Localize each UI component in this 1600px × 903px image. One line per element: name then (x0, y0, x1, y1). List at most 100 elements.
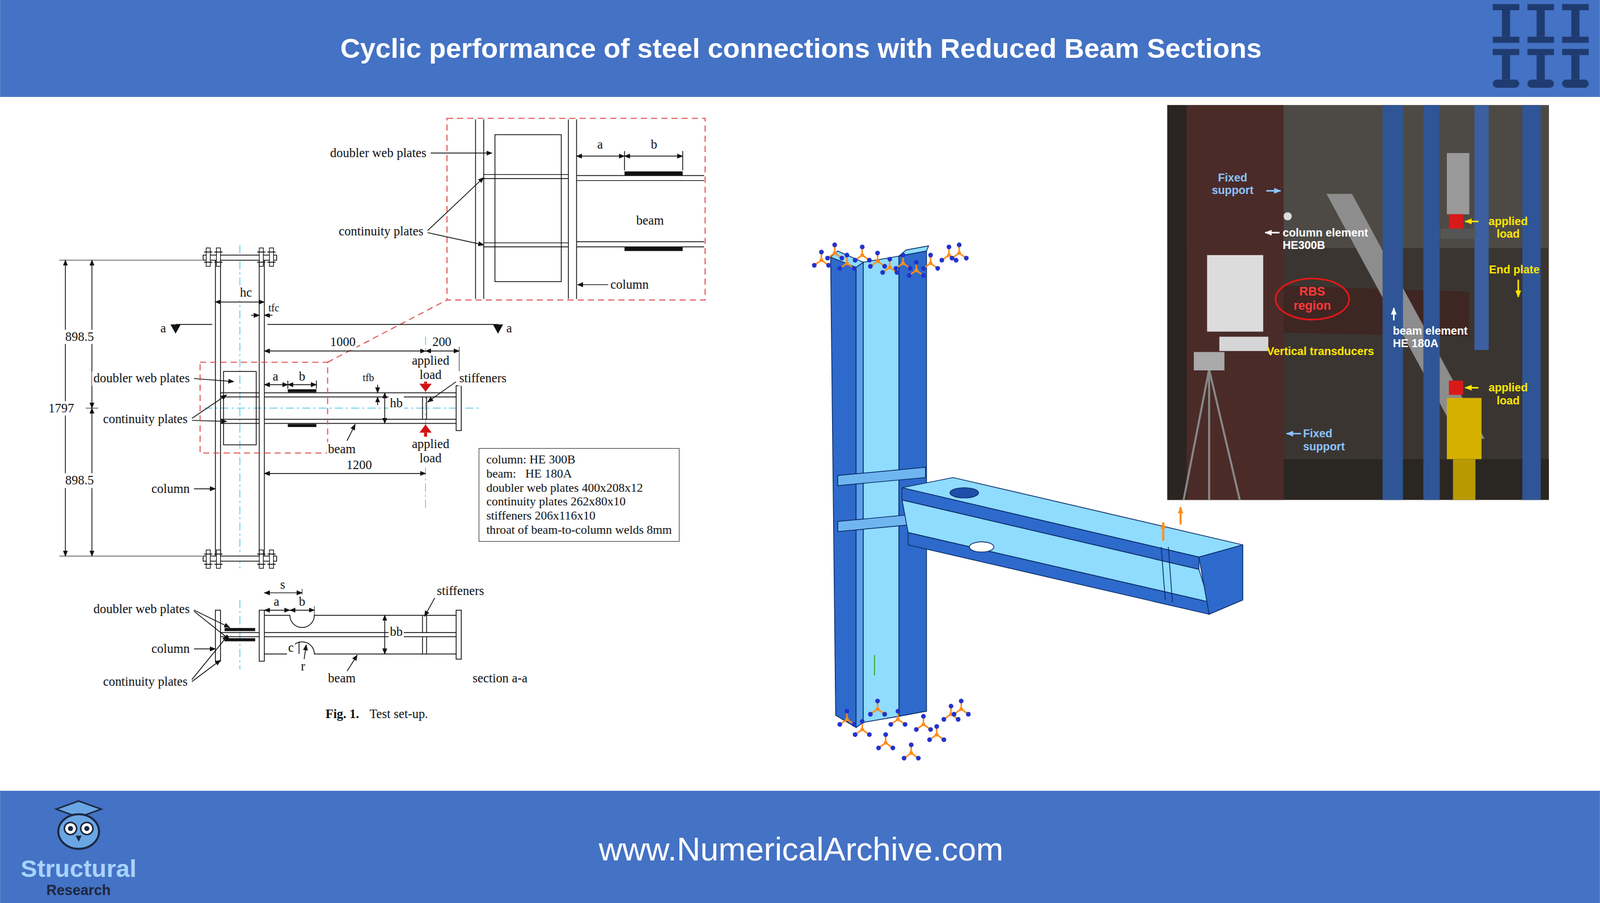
footer-url: www.NumericalArchive.com (598, 830, 1004, 868)
label-anchor: s (279, 577, 287, 592)
label-anchor: 1000 (328, 334, 357, 349)
label-anchor: www.NumericalArchive.com (598, 830, 1004, 868)
label-anchor: stiffeners (458, 371, 508, 386)
label-anchor: section a-a (471, 671, 529, 686)
label-anchor: doubler web plates (328, 145, 428, 160)
label-anchor: Research (46, 881, 111, 898)
table-line: beam: HE 180A (486, 466, 672, 481)
label-anchor: 1797 (47, 400, 75, 416)
photo-annotation: applied load (1480, 214, 1537, 240)
region-ellipse: RBS region (1273, 276, 1352, 322)
drawing-label: b (297, 369, 307, 384)
table-line: continuity plates 262x80x10 (486, 494, 672, 509)
drawing-label: b (297, 594, 307, 610)
drawing-label: a (596, 137, 605, 153)
label-anchor: Fixed support (1201, 171, 1264, 197)
label-anchor: Test set-up. (368, 707, 429, 722)
owl-logo (56, 800, 101, 850)
label-anchor: beam (635, 213, 666, 228)
label-anchor: Fixed support (1302, 427, 1365, 453)
drawing-label: 898.5 (64, 329, 96, 344)
header-band (0, 0, 1600, 97)
title-anchor: Cyclic performance of steel connections … (340, 32, 1262, 65)
drawing-label: a (271, 369, 280, 384)
label-anchor: doubler web plates (92, 601, 192, 616)
label-anchor: bb (388, 624, 404, 639)
label-anchor: applied load (1480, 214, 1537, 240)
drawing-label: Test set-up. (368, 707, 429, 722)
label-anchor: column (150, 642, 191, 657)
drawing-label: a (159, 321, 168, 336)
label-anchor: a (272, 594, 281, 610)
ellipse-shape (1275, 278, 1350, 320)
elevation-drawing (59, 245, 504, 572)
label-anchor: applied load (404, 436, 457, 466)
table-line: stiffeners 206x116x10 (486, 508, 672, 523)
drawing-label: a (505, 321, 514, 336)
label-anchor: stiffeners (435, 583, 485, 598)
drawing-label: column (150, 642, 191, 657)
label-anchor: hc (238, 285, 253, 301)
drawing-label: 1200 (345, 458, 374, 473)
label-anchor: hb (388, 395, 404, 411)
label-anchor: r (300, 659, 307, 674)
drawing-label: hc (238, 285, 253, 301)
logo-text: Structural (20, 854, 137, 882)
table-line: column: HE 300B (486, 452, 672, 467)
footer-band (0, 790, 1600, 903)
label-anchor: tfb (361, 372, 375, 384)
drawing-label: s (279, 577, 287, 592)
drawing-label: 1000 (328, 334, 357, 349)
label-anchor: 200 (431, 334, 453, 349)
dimension-label: tfb (361, 372, 375, 384)
photo-annotation: Vertical transducers (1266, 344, 1374, 358)
photo-annotation: Fixed support (1201, 171, 1264, 197)
label-anchor: beam (326, 671, 357, 686)
label-anchor: 898.5 (64, 473, 96, 488)
spec-table: column: HE 300Bbeam: HE 180Adoubler web … (478, 448, 680, 542)
drawing-label: stiffeners (458, 371, 508, 386)
drawing-label: 898.5 (64, 473, 96, 488)
drawing-label: c (286, 640, 295, 656)
slide-title: Cyclic performance of steel connections … (340, 32, 1262, 65)
photo-annotation: End plate (1488, 263, 1540, 276)
label-anchor: a (159, 321, 168, 336)
section-drawing (191, 588, 462, 682)
inset-detail (427, 118, 705, 301)
drawing-label: beam (635, 213, 666, 228)
label-anchor: a (271, 369, 280, 384)
label-anchor: continuity plates (337, 224, 425, 239)
drawing-label: r (300, 659, 307, 674)
drawing-label: stiffeners (435, 583, 485, 598)
drawing-label: bb (388, 624, 404, 639)
drawing-label: 200 (431, 334, 453, 349)
label-anchor: column element HE300B (1282, 226, 1385, 252)
drawing-label: continuity plates (337, 224, 425, 239)
drawing-label: column (609, 277, 650, 292)
label-anchor: beam element HE 180A (1392, 324, 1483, 350)
header-logo (1492, 3, 1589, 88)
label-anchor: Structural (20, 854, 137, 882)
photo-annotation: applied load (1480, 381, 1537, 407)
label-anchor: a (505, 321, 514, 336)
drawing-label: continuity plates (102, 412, 189, 427)
label-anchor: column (150, 481, 191, 496)
drawing-label: b (649, 137, 659, 153)
dimension-label: tfc (267, 302, 281, 314)
drawing-label: doubler web plates (328, 145, 428, 160)
drawing-label: doubler web plates (92, 601, 192, 616)
drawing-label: beam (326, 671, 357, 686)
label-anchor: tfc (267, 302, 281, 314)
figure-number: Fig. 1. (325, 707, 360, 722)
table-line: doubler web plates 400x208x12 (486, 480, 672, 496)
photo-annotation: column element HE300B (1282, 226, 1385, 252)
label-anchor: b (297, 594, 307, 610)
drawing-label: a (272, 594, 281, 610)
drawing-label: 1797 (47, 400, 75, 416)
label-anchor: doubler web plates (92, 371, 192, 386)
label-anchor: 1200 (345, 458, 374, 473)
label-anchor: column (609, 277, 650, 292)
drawing-label: continuity plates (102, 674, 189, 689)
